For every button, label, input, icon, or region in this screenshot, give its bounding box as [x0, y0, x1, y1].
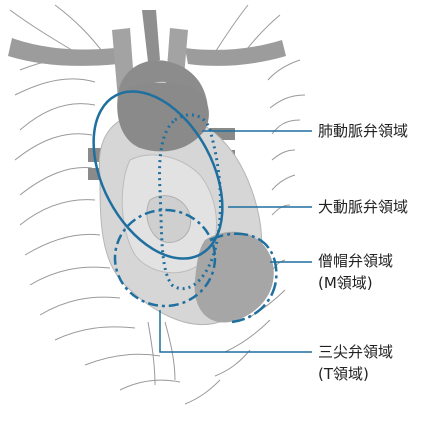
mitral-valve-area-label: 僧帽弁領域 — [318, 251, 393, 271]
aortic-valve-area-label: 大動脈弁領域 — [318, 197, 408, 217]
tricuspid-valve-area-sublabel: (T領域) — [318, 364, 369, 384]
tricuspid-valve-area-label: 三尖弁領域 — [318, 342, 393, 362]
pulmonary-valve-area-label: 肺動脈弁領域 — [318, 121, 408, 141]
mitral-valve-area-sublabel: (M領域) — [318, 273, 373, 293]
